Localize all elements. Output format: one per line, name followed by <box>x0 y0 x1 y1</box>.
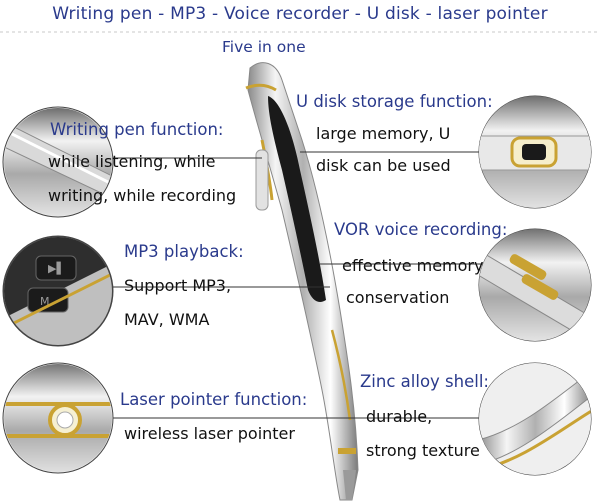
page-title: Writing pen - MP3 - Voice recorder - U d… <box>52 4 548 24</box>
page-subtitle: Five in one <box>222 38 306 56</box>
vor-line2: conservation <box>346 288 450 307</box>
vor-heading: VOR voice recording: <box>334 220 508 239</box>
udisk-line2: disk can be used <box>316 156 451 175</box>
detail-circle-laser <box>2 362 114 474</box>
detail-circle-zinc <box>478 362 592 476</box>
writing-line2: writing, while recording <box>48 186 237 205</box>
writing-line1: while listening, while <box>48 152 216 171</box>
detail-circle-mp3: ▶▌ M <box>2 235 114 347</box>
svg-text:M: M <box>40 295 50 308</box>
zinc-line1: durable, <box>366 407 433 426</box>
detail-circle-writing <box>2 106 114 218</box>
mp3-line1: Support MP3, <box>124 276 232 295</box>
udisk-line1: large memory, U <box>316 124 451 143</box>
vor-line1: effective memory <box>342 256 484 275</box>
pen-body <box>245 62 359 501</box>
mp3-line2: MAV, WMA <box>124 310 210 329</box>
laser-heading: Laser pointer function: <box>120 390 308 409</box>
detail-circle-vor <box>478 228 592 342</box>
mp3-heading: MP3 playback: <box>124 242 244 261</box>
udisk-heading: U disk storage function: <box>296 92 493 111</box>
svg-text:▶▌: ▶▌ <box>48 261 65 275</box>
zinc-heading: Zinc alloy shell: <box>360 372 489 391</box>
detail-circle-udisk <box>478 95 592 209</box>
writing-heading: Writing pen function: <box>50 120 224 139</box>
zinc-line2: strong texture <box>366 441 480 460</box>
laser-line1: wireless laser pointer <box>124 424 295 443</box>
